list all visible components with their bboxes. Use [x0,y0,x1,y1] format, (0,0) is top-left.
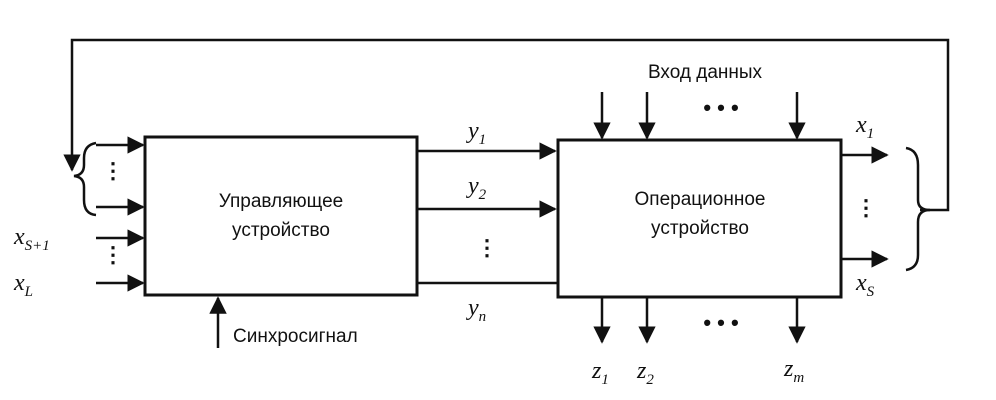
label-zm: zm [783,356,804,386]
control-unit-label-line1: Управляющее [219,191,343,212]
output-z-dots: • • • [703,310,738,335]
input-dots-lower: ⋮ [102,242,124,267]
label-y1: y1 [466,118,486,148]
input-brace [73,141,97,217]
label-y2: y2 [466,173,487,203]
label-x1: x1 [855,112,874,142]
label-xs1: xS+1 [13,224,50,254]
label-z1: z1 [591,358,609,388]
operational-unit-block [556,138,843,299]
input-dots-upper: ⋮ [102,158,124,183]
label-xs: xS [855,270,875,300]
control-unit-block [143,135,419,297]
label-z2: z2 [636,358,654,388]
operational-unit-label-line1: Операционное [635,189,766,210]
label-xl: xL [13,270,33,300]
feedback-line [63,38,950,212]
output-dots: ⋮ [855,195,877,220]
sync-label: Синхросигнал [233,326,358,347]
control-unit-label-line2: устройство [232,220,330,241]
data-input-dots: • • • [703,95,738,120]
data-input-label: Вход данных [648,62,763,83]
signal-dots: ⋮ [476,235,498,260]
output-brace [905,146,931,272]
operational-unit-label-line2: устройство [651,218,749,239]
label-yn: yn [466,295,486,325]
